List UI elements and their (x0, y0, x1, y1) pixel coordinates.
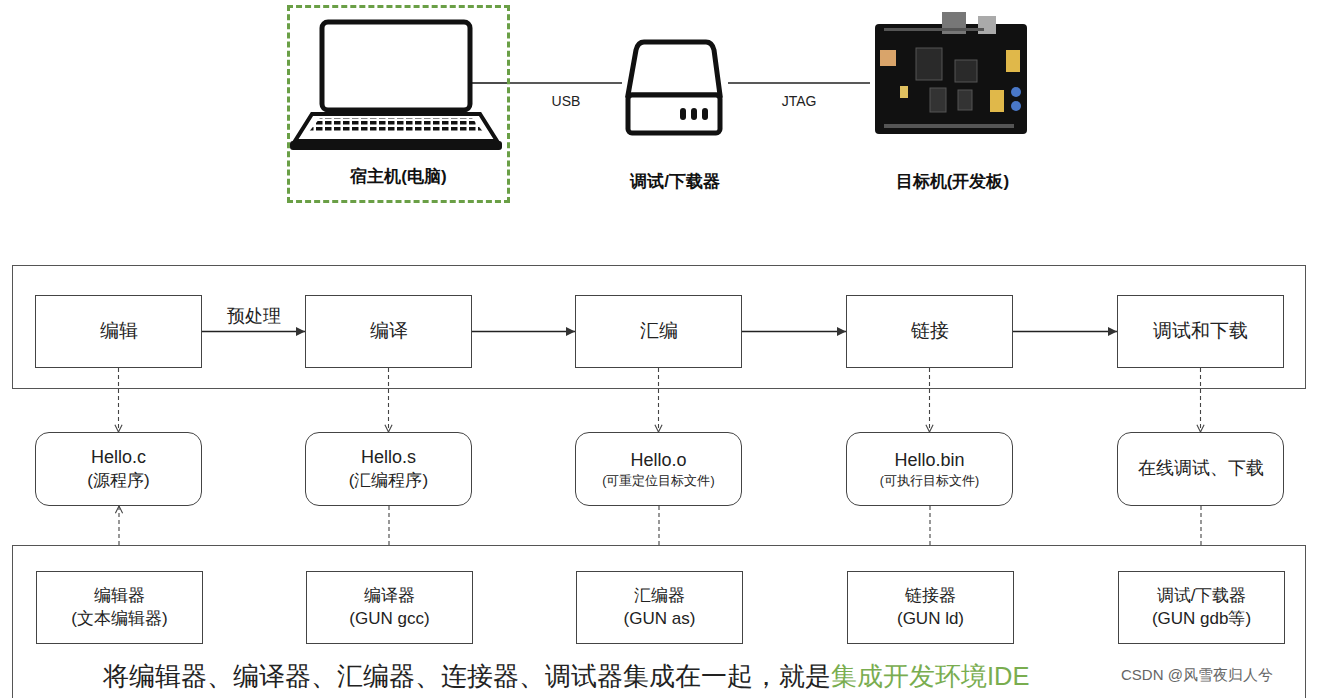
file-box: Hello.c(源程序) (35, 432, 202, 506)
dashed-arrow (388, 368, 389, 432)
node-title: 将编辑器、编译器、汇编器、连接器、调试器集成在一起，就是 (103, 660, 831, 693)
flow-arrow (472, 331, 575, 332)
edge-label: USB (549, 93, 584, 109)
flow-arrow (202, 331, 305, 332)
node-title: 宿主机(电脑) (350, 166, 446, 188)
node-title: 调试/下载器 (630, 171, 720, 193)
dashed-arrow (929, 368, 930, 432)
node-title: 编译 (370, 319, 408, 344)
node-title: 编辑 (100, 319, 138, 344)
node-title: Hello.o (630, 449, 686, 472)
node-subtitle: (GUN as) (624, 608, 696, 630)
file-box: Hello.bin(可执行目标文件) (846, 432, 1013, 506)
file-box: Hello.s(汇编程序) (305, 432, 472, 506)
tool-box: 编辑器(文本编辑器) (36, 571, 203, 644)
ide-sentence: 将编辑器、编译器、汇编器、连接器、调试器集成在一起，就是集成开发环境IDE (103, 660, 1030, 693)
node-subtitle: (汇编程序) (349, 470, 428, 492)
file-box: Hello.o(可重定位目标文件) (575, 432, 742, 506)
ide-frame: 将编辑器、编译器、汇编器、连接器、调试器集成在一起，就是集成开发环境IDE 编辑器… (12, 545, 1306, 698)
node-title: Hello.bin (894, 449, 964, 472)
node-subtitle: (可重定位目标文件) (602, 473, 714, 489)
tool-box: 编译器(GUN gcc) (306, 571, 473, 644)
edge-label: JTAG (779, 93, 820, 109)
tool-box: 汇编器(GUN as) (576, 571, 743, 644)
node-subtitle: (GUN gdb等) (1152, 608, 1251, 630)
node-subtitle: (文本编辑器) (71, 608, 167, 630)
process-box: 汇编 (575, 295, 742, 368)
dashed-arrow (118, 368, 119, 432)
node-title: 调试和下载 (1153, 319, 1248, 344)
node-title: 链接器 (905, 585, 956, 607)
node-title: 目标机(开发板) (896, 171, 1009, 193)
flow-arrow (742, 331, 846, 332)
process-box: 编辑 (35, 295, 202, 368)
laptop-icon (290, 22, 510, 150)
host-machine-box: 宿主机(电脑) (287, 5, 510, 203)
debugger-icon (628, 42, 720, 133)
debugger-box: 调试/下载器 (622, 36, 728, 198)
node-subtitle: (可执行目标文件) (880, 473, 979, 489)
dashed-arrow (1200, 368, 1201, 432)
tool-box: 链接器(GUN ld) (847, 571, 1014, 644)
watermark: CSDN @风雪夜归人兮 (1118, 666, 1276, 685)
edge-label: 预处理 (224, 304, 284, 328)
dashed-arrow (658, 368, 659, 432)
node-title: 编辑器 (94, 585, 145, 607)
node-subtitle: (源程序) (87, 470, 149, 492)
node-title: 编译器 (364, 585, 415, 607)
node-title: Hello.c (91, 446, 146, 469)
node-title: 调试/下载器 (1157, 585, 1247, 607)
node-title: Hello.s (361, 446, 416, 469)
node-title: 汇编器 (634, 585, 685, 607)
node-subtitle: 集成开发环境IDE (831, 660, 1030, 693)
flow-arrow (510, 82, 622, 83)
process-box: 链接 (846, 295, 1013, 368)
flow-arrow (728, 82, 870, 83)
target-board-box: 目标机(开发板) (870, 18, 1035, 195)
file-box: 在线调试、下载 (1117, 432, 1284, 506)
process-box: 编译 (305, 295, 472, 368)
node-title: 在线调试、下载 (1138, 457, 1264, 480)
node-title: 链接 (911, 319, 949, 344)
dev-board-icon (875, 12, 1027, 134)
node-subtitle: (GUN ld) (897, 608, 964, 630)
process-box: 调试和下载 (1117, 295, 1284, 368)
tool-box: 调试/下载器(GUN gdb等) (1118, 571, 1285, 644)
flow-arrow (1013, 331, 1117, 332)
node-subtitle: (GUN gcc) (349, 608, 429, 630)
node-title: 汇编 (640, 319, 678, 344)
